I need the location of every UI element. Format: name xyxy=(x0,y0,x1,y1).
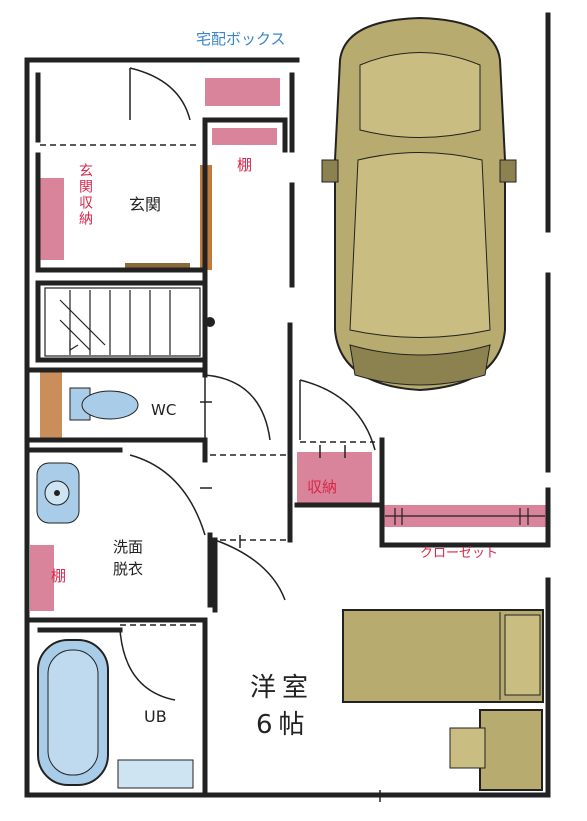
washroom-label-1: 洗面 xyxy=(113,538,144,556)
storage-label: 収納 xyxy=(307,478,338,496)
stairs xyxy=(44,287,201,357)
desk-chair xyxy=(449,709,543,791)
bed xyxy=(342,609,544,703)
western-room-label-1: 洋室 xyxy=(250,673,315,703)
delivery-box-label: 宅配ボックス xyxy=(196,30,286,48)
entrance-storage-fill xyxy=(40,178,64,260)
shelf-side-label: 棚 xyxy=(51,567,67,585)
stair-post xyxy=(205,317,215,327)
wc-label: WC xyxy=(151,401,177,419)
entrance-storage-label: 玄関収納 xyxy=(77,163,93,227)
toilet xyxy=(69,387,139,421)
car xyxy=(321,16,517,392)
door-ticks xyxy=(200,401,381,802)
shelf-top-fill xyxy=(212,128,277,145)
entrance-step-board xyxy=(125,263,190,271)
shelf-top-label: 棚 xyxy=(237,156,253,174)
washroom-label-2: 脱衣 xyxy=(113,560,144,578)
bathtub xyxy=(37,639,194,789)
bath-label: UB xyxy=(144,707,167,726)
entrance-label: 玄関 xyxy=(129,195,162,214)
closet-rod xyxy=(385,508,545,525)
shelf-side-fill xyxy=(30,545,54,611)
western-room-label-2: 6帖 xyxy=(256,710,311,740)
door-thresholds xyxy=(40,144,375,626)
doors xyxy=(119,67,376,701)
delivery-box-fill xyxy=(205,78,280,106)
wash-basin xyxy=(36,462,80,524)
storage-fill xyxy=(297,452,372,505)
wc-wood-shelf xyxy=(40,372,62,440)
walls xyxy=(24,12,551,798)
closet-label: クローゼット xyxy=(420,546,499,561)
